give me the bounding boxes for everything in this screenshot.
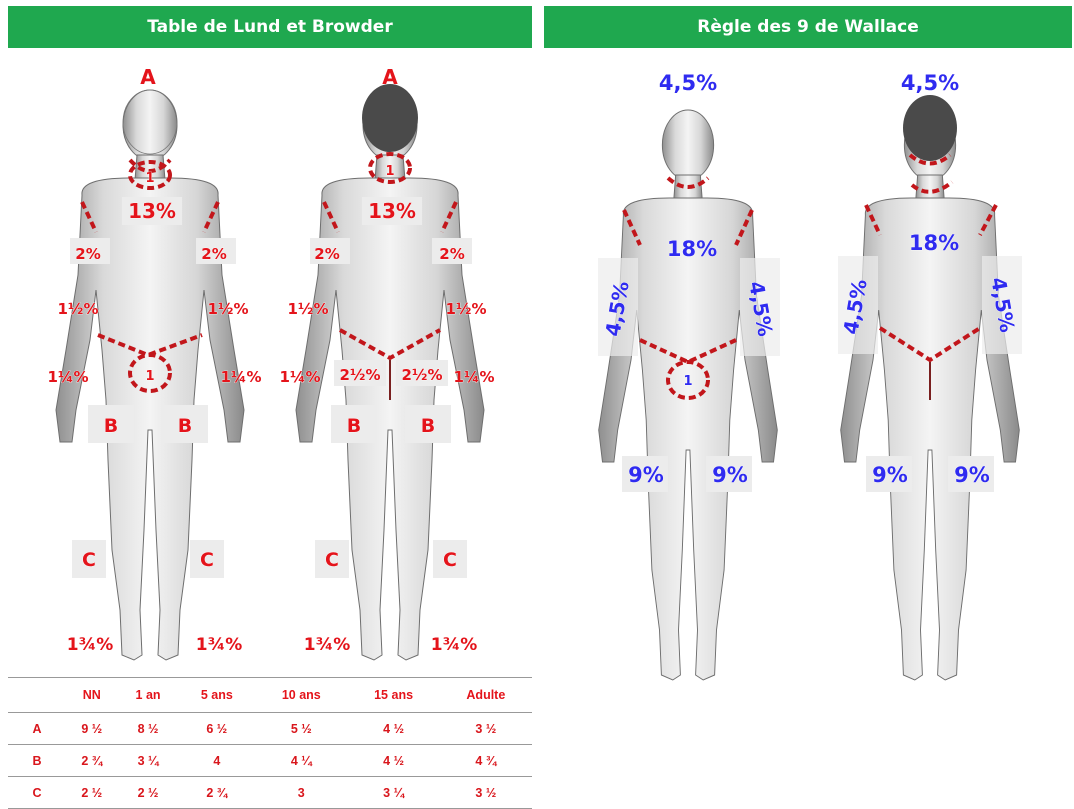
wallace-back-head-label: 4,5% — [901, 71, 959, 95]
lund-back-neck-label: 1 — [385, 164, 394, 179]
lund-front-neck-label: 1 — [145, 171, 154, 186]
table-cell: A — [8, 713, 66, 745]
wallace-front-head-label: 4,5% — [659, 71, 717, 95]
wallace-back-right-thigh-label: 9% — [954, 463, 990, 487]
wallace-front-figure — [599, 110, 778, 680]
lund-back-right-upper-arm-label: 2% — [439, 245, 464, 263]
table-cell: 8 ½ — [118, 713, 179, 745]
lund-front-left-hand-label: 1¼% — [48, 368, 89, 386]
table-cell: 4 ½ — [347, 745, 439, 777]
wallace-back-trunk-label: 18% — [909, 231, 959, 255]
table-cell: 5 ½ — [255, 713, 347, 745]
lund-front-right-thigh-label: B — [178, 415, 192, 437]
table-row: B 2 ¾ 3 ¼ 4 4 ¼ 4 ½ 4 ¾ — [8, 745, 532, 777]
lund-front-right-foot-label: 1¾% — [196, 635, 242, 655]
lund-front-left-leg-label: C — [82, 549, 96, 571]
table-header-1an: 1 an — [118, 678, 179, 713]
wallace-back-figure — [841, 95, 1020, 680]
lund-back-right-thigh-label: B — [421, 415, 435, 437]
lund-front-trunk-label: 13% — [128, 199, 176, 223]
lund-front-left-upper-arm-label: 2% — [75, 245, 100, 263]
table-cell: 4 — [179, 745, 256, 777]
table-row: A 9 ½ 8 ½ 6 ½ 5 ½ 4 ½ 3 ½ — [8, 713, 532, 745]
table-header-10ans: 10 ans — [255, 678, 347, 713]
lund-back-left-upper-arm-label: 2% — [314, 245, 339, 263]
lund-back-left-leg-label: C — [325, 549, 339, 571]
lund-back-right-hand-label: 1¼% — [454, 368, 495, 386]
table-cell: C — [8, 777, 66, 809]
table-cell: 2 ¾ — [66, 745, 118, 777]
lund-front-right-upper-arm-label: 2% — [201, 245, 226, 263]
lund-front-right-forearm-label: 1½% — [208, 300, 249, 318]
lund-back-right-foot-label: 1¾% — [431, 635, 477, 655]
wallace-back-left-thigh-label: 9% — [872, 463, 908, 487]
lund-back-left-hand-label: 1¼% — [280, 368, 321, 386]
table-cell: 4 ¼ — [255, 745, 347, 777]
table-header-15ans: 15 ans — [347, 678, 439, 713]
table-cell: 4 ¾ — [440, 745, 532, 777]
lund-back-left-forearm-label: 1½% — [288, 300, 329, 318]
lund-back-right-leg-label: C — [443, 549, 457, 571]
lund-front-left-thigh-label: B — [104, 415, 118, 437]
lund-front-left-forearm-label: 1½% — [58, 300, 99, 318]
table-header-5ans: 5 ans — [179, 678, 256, 713]
lund-front-right-leg-label: C — [200, 549, 214, 571]
table-cell: 6 ½ — [179, 713, 256, 745]
table-cell: 3 ½ — [440, 777, 532, 809]
table-header-row: NN 1 an 5 ans 10 ans 15 ans Adulte — [8, 678, 532, 713]
wallace-front-left-thigh-label: 9% — [628, 463, 664, 487]
lund-back-left-buttock-label: 2½% — [340, 366, 381, 384]
table-cell: 2 ¾ — [179, 777, 256, 809]
lund-front-genital-label: 1 — [145, 369, 154, 384]
table-row: C 2 ½ 2 ½ 2 ¾ 3 3 ¼ 3 ½ — [8, 777, 532, 809]
lund-browder-age-table: NN 1 an 5 ans 10 ans 15 ans Adulte A 9 ½… — [8, 677, 532, 809]
lund-front-left-foot-label: 1¾% — [67, 635, 113, 655]
lund-back-head-label: A — [382, 65, 398, 89]
lund-front-head-label: A — [140, 65, 156, 89]
lund-back-trunk-label: 13% — [368, 199, 416, 223]
table-cell: 2 ½ — [118, 777, 179, 809]
table-cell: 4 ½ — [347, 713, 439, 745]
wallace-front-right-thigh-label: 9% — [712, 463, 748, 487]
lund-back-left-foot-label: 1¾% — [304, 635, 350, 655]
lund-back-left-thigh-label: B — [347, 415, 361, 437]
wallace-front-genital-label: 1 — [683, 374, 692, 389]
table-cell: B — [8, 745, 66, 777]
table-header-nn: NN — [66, 678, 118, 713]
lund-back-right-buttock-label: 2½% — [402, 366, 443, 384]
table-cell: 2 ½ — [66, 777, 118, 809]
table-header-adulte: Adulte — [440, 678, 532, 713]
lund-front-right-hand-label: 1¼% — [221, 368, 262, 386]
table-header-corner — [8, 678, 66, 713]
table-cell: 3 ¼ — [118, 745, 179, 777]
lund-back-right-forearm-label: 1½% — [446, 300, 487, 318]
table-cell: 3 — [255, 777, 347, 809]
table-cell: 9 ½ — [66, 713, 118, 745]
table-cell: 3 ½ — [440, 713, 532, 745]
table-cell: 3 ¼ — [347, 777, 439, 809]
wallace-front-trunk-label: 18% — [667, 237, 717, 261]
